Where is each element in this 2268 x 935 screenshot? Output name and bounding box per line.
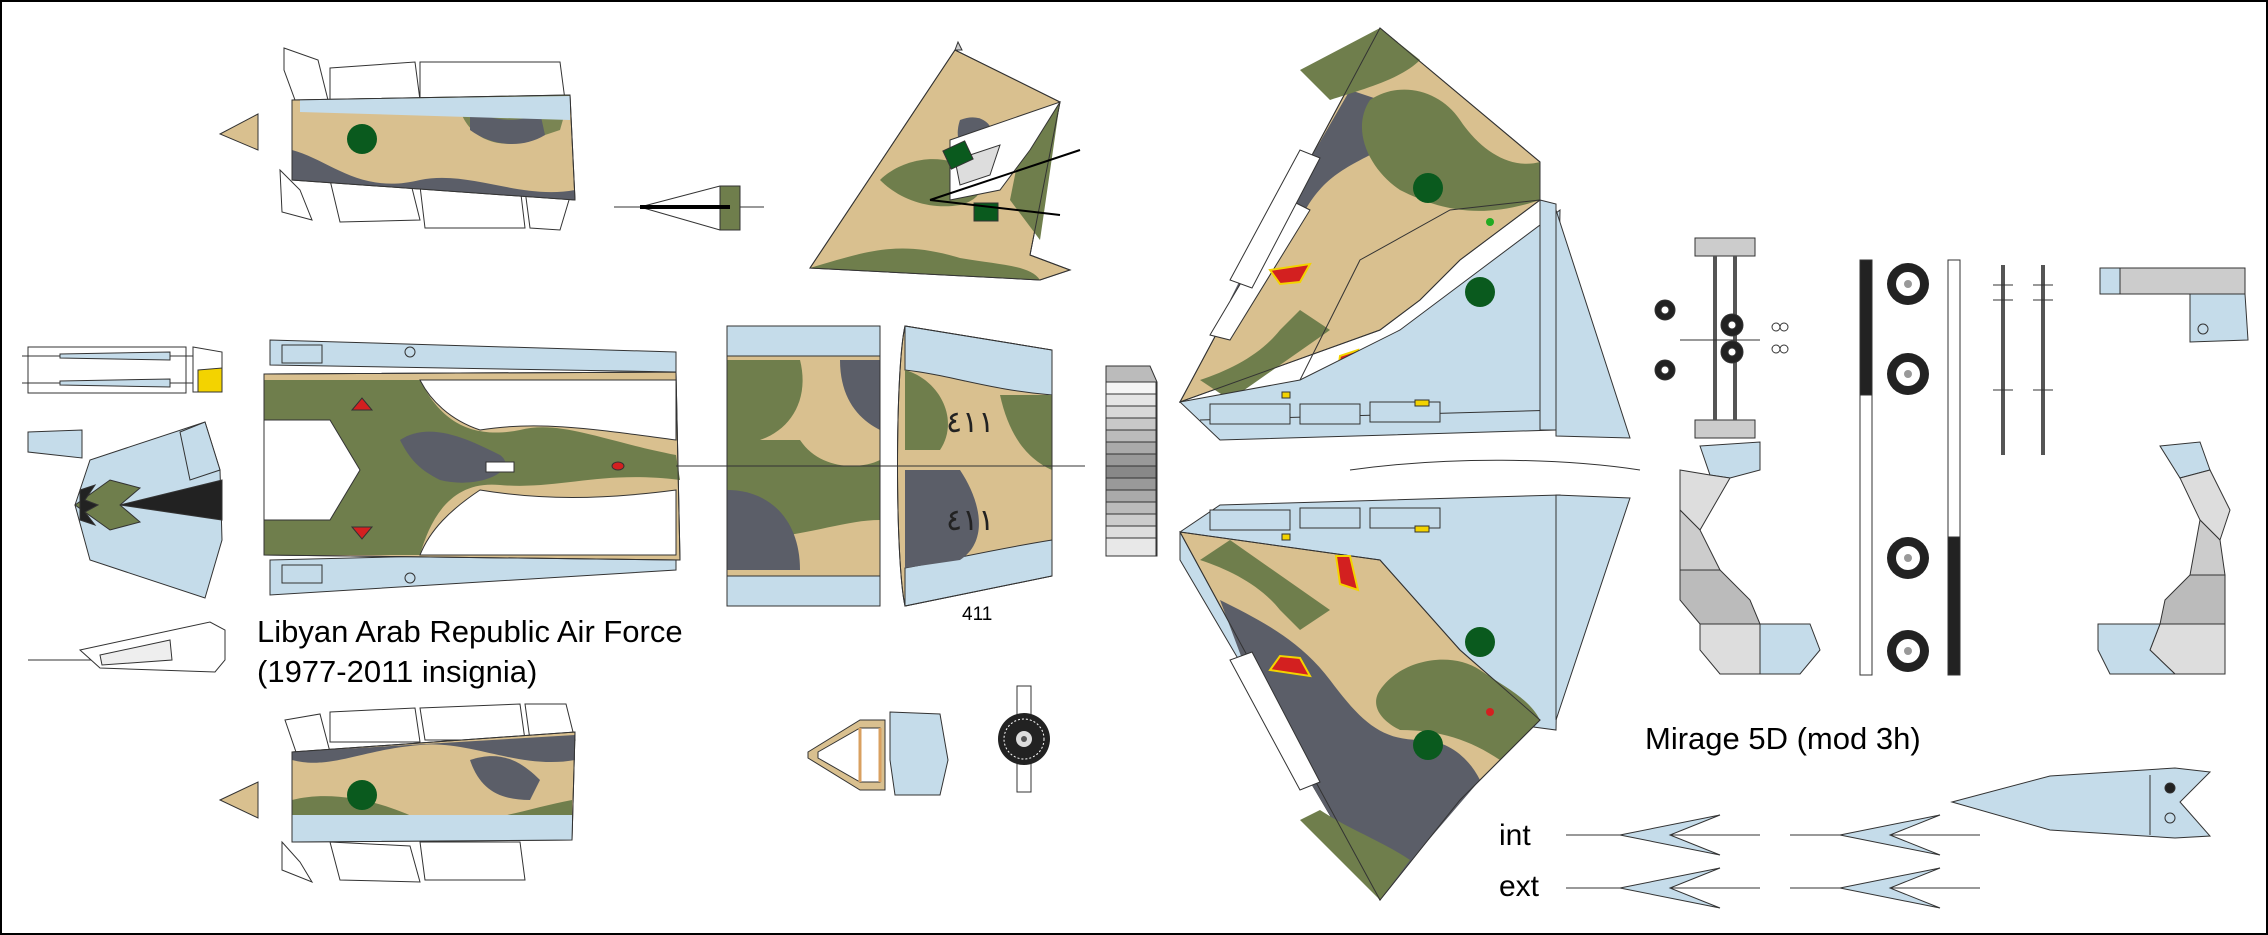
gear-bay-part-left [1679,441,1821,675]
ext-fins-label: ext [1499,870,1540,903]
fuselage-center-panel [700,325,900,607]
fuselage-side-part-top [218,47,576,231]
insignia-period-subtitle: (1977-2011 insignia) [257,654,538,689]
nose-cone-part [614,185,764,231]
green-roundel-icon [1413,730,1443,760]
drop-tank-part [28,621,226,673]
engine-face-icon [998,685,1050,793]
wheel-strip-parts [1859,259,1961,676]
green-roundel-icon [347,780,377,810]
green-roundel-icon [347,124,377,154]
antenna-strip-parts [22,346,223,394]
small-intake-part [27,429,83,459]
air-force-title: Libyan Arab Republic Air Force [257,614,683,649]
landing-gear-parts [1654,237,1789,439]
pitot-part [2099,267,2249,343]
green-roundel-icon [1413,173,1443,203]
gear-bay-part-right [2097,441,2231,675]
fuselage-side-part-bottom [218,703,576,884]
fuel-tank-part [1950,767,2212,839]
model-name-label: Mirage 5D (mod 3h) [1645,721,1921,756]
exhaust-nozzle-part [1105,365,1158,557]
int-fins-label: int [1499,819,1531,852]
fuselage-rear-panel: ٤١١ ٤١١ [880,325,1085,607]
ext-fin-parts [1566,867,1980,909]
lower-wing-part [1179,459,1641,902]
warning-triangle-icon [350,526,374,540]
tail-fin-part [809,40,1081,281]
svg-text:٤١١: ٤١١ [946,503,994,538]
serial-number-label: 411 [962,604,993,625]
canopy-cone-part [74,421,223,599]
gear-leg-parts [1993,265,2053,455]
svg-text:٤١١: ٤١١ [946,405,994,440]
wheel-icon [1887,263,1929,672]
int-fin-parts [1566,814,1980,856]
canopy-glass-part [807,711,949,796]
warning-triangle-icon [350,397,374,411]
upper-wing-part [1178,27,1631,441]
fuselage-top-part [263,339,700,596]
green-roundel-icon [1465,277,1495,307]
green-roundel-icon [1465,627,1495,657]
